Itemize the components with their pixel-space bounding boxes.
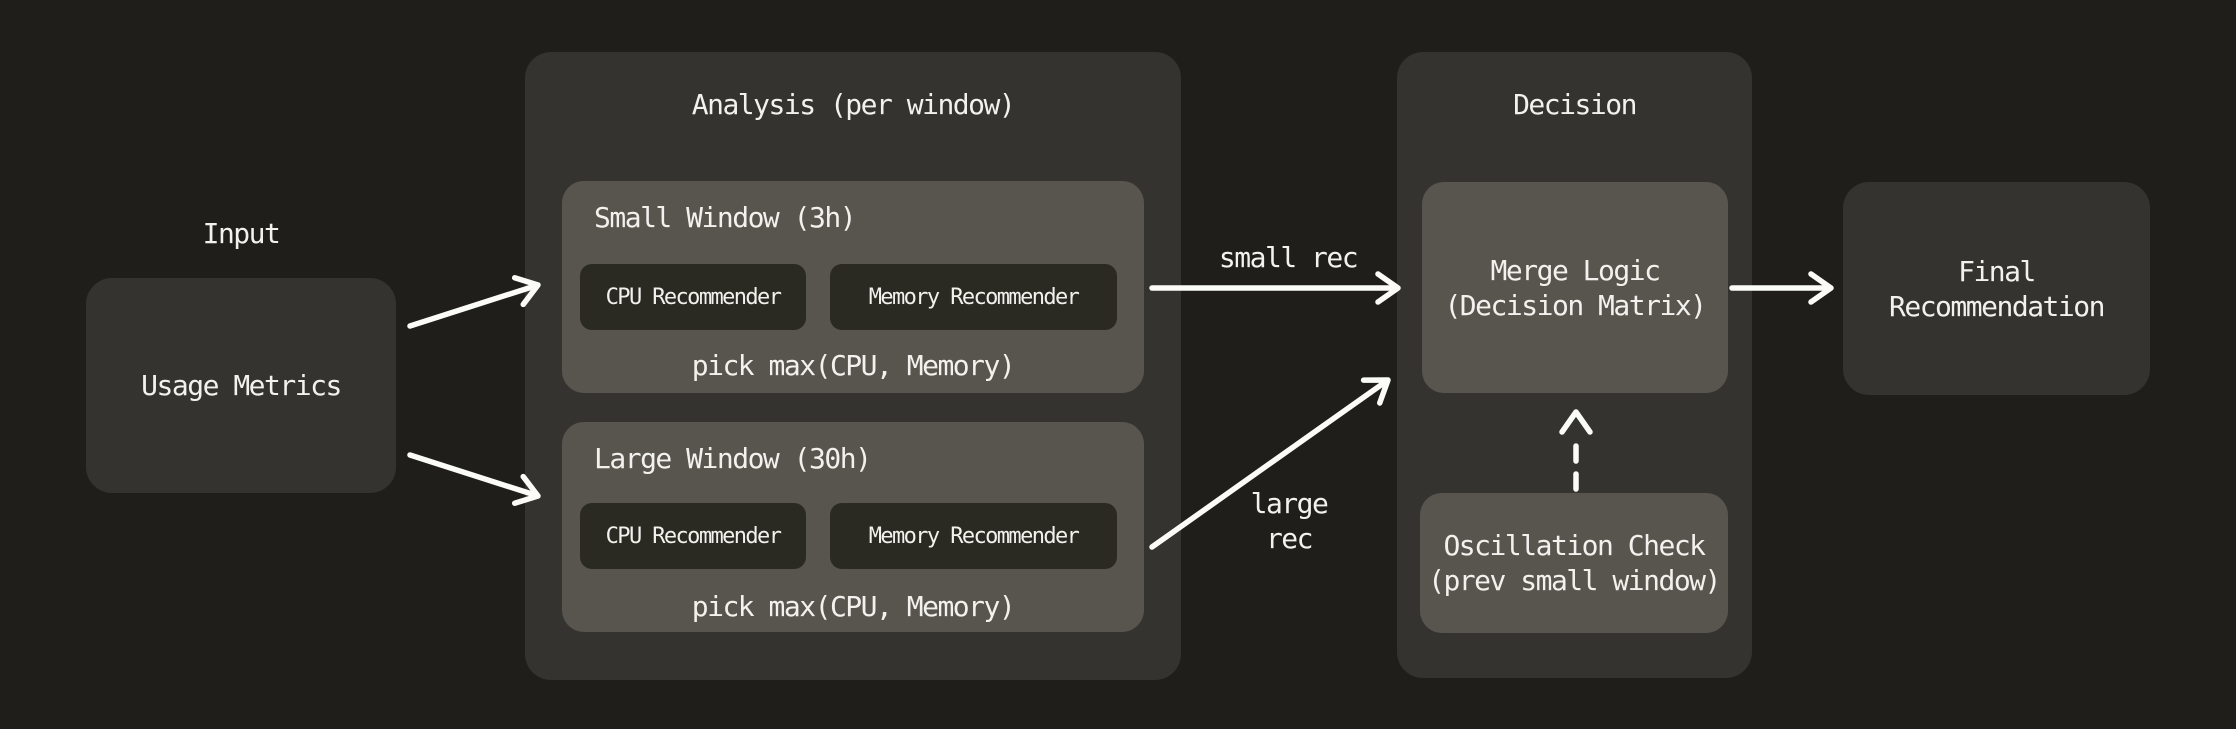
analysis-group-title: Analysis (per window) [691, 88, 1016, 121]
small-rec-edge-label: small rec [1218, 241, 1359, 274]
merge-logic-node: Merge Logic (Decision Matrix) [1422, 182, 1728, 393]
edge-small-window-to-merge [1149, 271, 1401, 305]
edge-usage-to-small-window [407, 275, 541, 329]
analysis-group: Analysis (per window) Small Window (3h) … [525, 52, 1181, 680]
large-window-node: Large Window (30h) CPU Recommender Memor… [562, 422, 1144, 632]
large-window-title: Large Window (30h) [594, 442, 872, 475]
large-window-pick-max: pick max(CPU, Memory) [691, 590, 1016, 623]
large-window-memory-recommender: Memory Recommender [830, 503, 1117, 569]
small-window-pick-max: pick max(CPU, Memory) [691, 349, 1016, 382]
cpu-recommender-label: CPU Recommender [605, 284, 782, 310]
decision-group-title: Decision [1513, 88, 1637, 121]
small-window-title: Small Window (3h) [594, 201, 857, 234]
cpu-recommender-label: CPU Recommender [605, 523, 782, 549]
large-rec-edge-label: large rec [1250, 487, 1329, 555]
final-recommendation-node: Final Recommendation [1843, 182, 2150, 395]
small-window-memory-recommender: Memory Recommender [830, 264, 1117, 330]
memory-recommender-label: Memory Recommender [868, 523, 1080, 549]
decision-group: Decision Merge Logic (Decision Matrix) O… [1397, 52, 1752, 678]
memory-recommender-label: Memory Recommender [868, 284, 1080, 310]
oscillation-check-node: Oscillation Check (prev small window) [1420, 493, 1728, 633]
large-window-cpu-recommender: CPU Recommender [580, 503, 806, 569]
small-window-node: Small Window (3h) CPU Recommender Memory… [562, 181, 1144, 393]
input-section-label: Input [202, 217, 281, 250]
usage-metrics-label: Usage Metrics [141, 369, 342, 402]
edge-usage-to-large-window [407, 452, 541, 506]
usage-metrics-node: Usage Metrics [86, 278, 396, 493]
small-window-cpu-recommender: CPU Recommender [580, 264, 806, 330]
